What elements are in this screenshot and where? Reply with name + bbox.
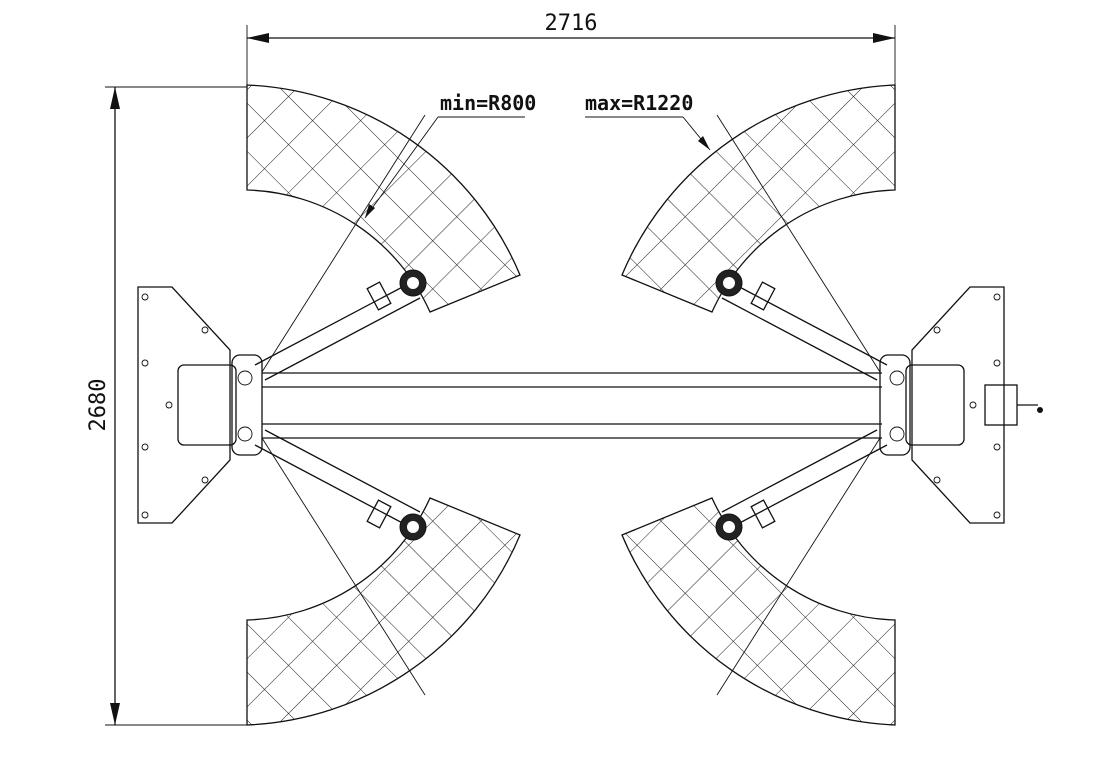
max-radius-label: max=R1220 xyxy=(585,91,693,115)
width-dimension-label: 2716 xyxy=(545,11,598,36)
sector-top-right xyxy=(621,84,896,313)
depth-dimension-line xyxy=(105,86,250,726)
sector-top-left xyxy=(246,84,521,313)
cross-beam xyxy=(262,372,882,439)
min-radius-label: min=R800 xyxy=(440,91,536,115)
max-radius-leader xyxy=(585,116,711,151)
sector-bottom-right xyxy=(621,497,896,726)
sector-bottom-left xyxy=(246,497,521,726)
depth-dimension-label: 2680 xyxy=(86,379,111,432)
width-dimension-line xyxy=(246,25,896,85)
power-unit xyxy=(984,384,1043,426)
min-radius-leader xyxy=(364,116,525,219)
left-post xyxy=(137,286,263,524)
